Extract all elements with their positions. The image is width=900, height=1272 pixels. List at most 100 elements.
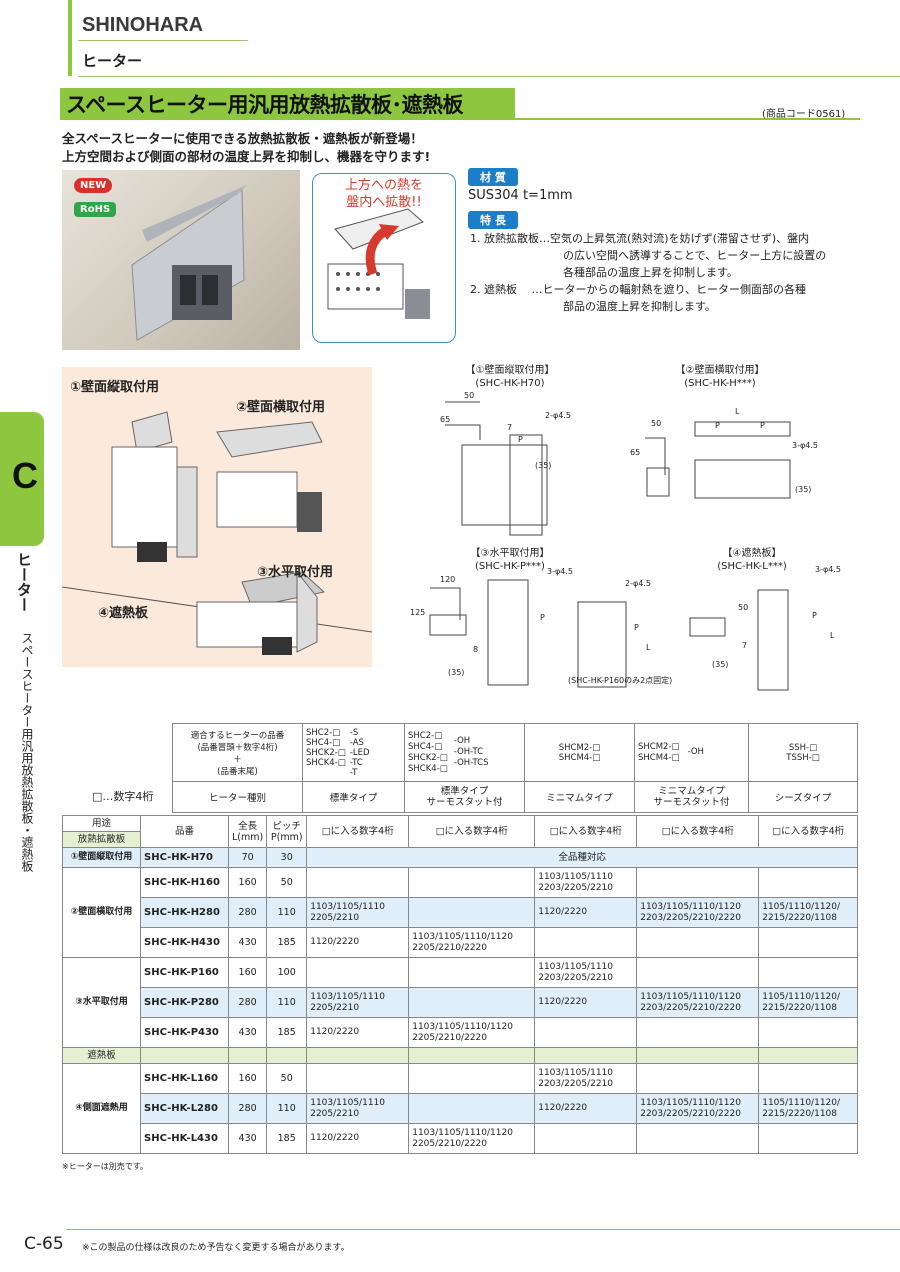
- pitch-value: 100: [266, 957, 308, 988]
- length-value: 280: [227, 987, 268, 1018]
- dim-label: 8: [473, 645, 478, 654]
- part-number: SHC-HK-L430: [140, 1123, 229, 1154]
- dim-label: L: [735, 407, 740, 416]
- dim-label: (35): [795, 485, 811, 494]
- part-number: SHC-HK-H160: [140, 867, 229, 898]
- page-title: スペースヒーター用汎用放熱拡散板･遮熱板: [66, 93, 463, 117]
- model-number-cell: [534, 1017, 638, 1048]
- section-row: 遮熱板: [62, 1047, 858, 1064]
- length-value: 160: [227, 1063, 268, 1094]
- table-cell: [140, 1047, 229, 1064]
- model-number-cell: [758, 1063, 858, 1094]
- chapter-tab: [0, 412, 44, 546]
- drawing-title: 【①壁面縦取付用】 (SHC-HK-H70): [450, 364, 570, 390]
- table-header: ピッチ P(mm): [266, 815, 308, 848]
- pitch-value: 110: [266, 897, 308, 928]
- dim-label: (35): [448, 668, 464, 677]
- part-number: SHC-HK-H430: [140, 927, 229, 958]
- model-number-cell: [408, 1063, 536, 1094]
- chapter-category: ヒーター: [15, 552, 33, 612]
- table-header: □に入る数字4桁: [306, 815, 410, 848]
- drawing-title-text: 【④遮熱板】: [722, 548, 782, 559]
- model-list: SHC2-□ SHC4-□ SHCK2-□ SHCK4-□: [306, 727, 346, 768]
- model-number-cell: [636, 1017, 760, 1048]
- model-number-cell: 1103/1105/1110 2203/2205/2210: [534, 1063, 638, 1094]
- part-number: SHC-HK-P280: [140, 987, 229, 1018]
- suffix-list: -OH -OH-TC -OH-TCS: [453, 736, 489, 768]
- model-number-cell: [306, 867, 410, 898]
- model-number-cell: [408, 867, 536, 898]
- length-value: 160: [227, 867, 268, 898]
- model-number-cell: 1120/2220: [306, 1123, 410, 1154]
- table-cell: SHC2-□ SHC4-□ SHCK2-□ SHCK4-□-S -AS -LED…: [302, 723, 405, 782]
- dim-label: L: [646, 643, 651, 652]
- model-number-cell: [758, 1123, 858, 1154]
- mount-label: ①壁面縦取付用: [70, 380, 160, 395]
- length-value: 430: [227, 1017, 268, 1048]
- dim-label: L: [830, 631, 835, 640]
- model-number-cell: 1103/1105/1110 2203/2205/2210: [534, 867, 638, 898]
- model-number-cell: 1103/1105/1110/1120 2203/2205/2210/2220: [636, 897, 760, 928]
- model-number-cell: [306, 1063, 410, 1094]
- material-value: SUS304 t=1mm: [468, 188, 573, 203]
- material-tag: 材 質: [468, 168, 518, 186]
- dim-label: P: [760, 421, 765, 430]
- drawing-title-text: 【②壁面横取付用】: [675, 365, 765, 376]
- feature-line: 部品の温度上昇を抑制します。: [563, 300, 716, 313]
- dim-label: 65: [440, 415, 450, 424]
- callout-line-2: 盤内へ拡散!!: [346, 195, 422, 210]
- part-number: SHC-HK-L280: [140, 1093, 229, 1124]
- category-label: ヒーター: [82, 52, 143, 70]
- dim-label: 2-φ4.5: [545, 411, 571, 420]
- all-models-cell: 全品種対応: [306, 847, 858, 868]
- table-cell: シーズタイプ: [748, 781, 858, 813]
- feature-line: 各種部品の温度上昇を抑制します。: [563, 266, 738, 279]
- model-number-cell: 1105/1110/1120/ 2215/2220/1108: [758, 897, 858, 928]
- dim-label: 65: [630, 448, 640, 457]
- model-number-cell: 1103/1105/1110 2205/2210: [306, 897, 410, 928]
- drawing-title: 【③水平取付用】 (SHC-HK-P***): [450, 547, 570, 573]
- drawing-title-text: 【③水平取付用】: [470, 548, 550, 559]
- model-number-cell: [636, 957, 760, 988]
- model-number-cell: 1103/1105/1110/1120 2203/2205/2210/2220: [636, 987, 760, 1018]
- table-header: 用途: [62, 815, 141, 832]
- brand-accent-bar: [68, 0, 72, 76]
- drawing-model: (SHC-HK-H***): [684, 378, 756, 389]
- section-header: 遮熱板: [62, 1047, 141, 1064]
- product-code: (商品コード0561): [762, 109, 846, 120]
- model-number-cell: [636, 927, 760, 958]
- model-number-cell: [408, 957, 536, 988]
- callout-box: [312, 173, 456, 343]
- dim-label: (35): [712, 660, 728, 669]
- model-number-cell: 1120/2220: [306, 927, 410, 958]
- model-number-cell: [758, 1017, 858, 1048]
- footer-note: ※この製品の仕様は改良のため予告なく変更する場合があります。: [82, 1243, 350, 1253]
- model-number-cell: 1120/2220: [534, 987, 638, 1018]
- drawing-title-text: 【①壁面縦取付用】: [465, 365, 555, 376]
- rohs-badge: RoHS: [74, 202, 117, 217]
- model-number-cell: 1103/1105/1110/1120 2205/2210/2220: [408, 1123, 536, 1154]
- table-note: ※ヒーターは別売です。: [62, 1162, 148, 1171]
- model-list: SSH-□ TSSH-□: [748, 723, 858, 782]
- model-number-cell: [758, 867, 858, 898]
- heater-type-table: 適合するヒーターの品番 (品番冒頭＋数字4桁) ＋ (品番末尾) SHC2-□ …: [172, 723, 858, 813]
- product-photo-illustration: [131, 185, 247, 341]
- lead-line-1: 全スペースヒーターに使用できる放熱拡散板・遮熱板が新登場！: [62, 131, 423, 146]
- pitch-value: 30: [266, 847, 308, 868]
- table-cell: SHC2-□ SHC4-□ SHCK2-□ SHCK4-□-OH -OH-TC …: [404, 723, 525, 782]
- length-value: 280: [227, 897, 268, 928]
- pitch-value: 50: [266, 1063, 308, 1094]
- dim-label: (35): [535, 461, 551, 470]
- mounting-diagram: [61, 367, 373, 667]
- model-number-cell: [408, 897, 536, 928]
- pitch-value: 185: [266, 927, 308, 958]
- pitch-value: 110: [266, 1093, 308, 1124]
- dim-label: 50: [464, 391, 474, 400]
- part-number: SHC-HK-L160: [140, 1063, 229, 1094]
- table-cell: [227, 1047, 268, 1064]
- mounting-illustration: [61, 411, 373, 655]
- model-list: SHCM2-□ SHCM4-□: [638, 741, 680, 763]
- model-number-cell: 1103/1105/1110/1120 2205/2210/2220: [408, 1017, 536, 1048]
